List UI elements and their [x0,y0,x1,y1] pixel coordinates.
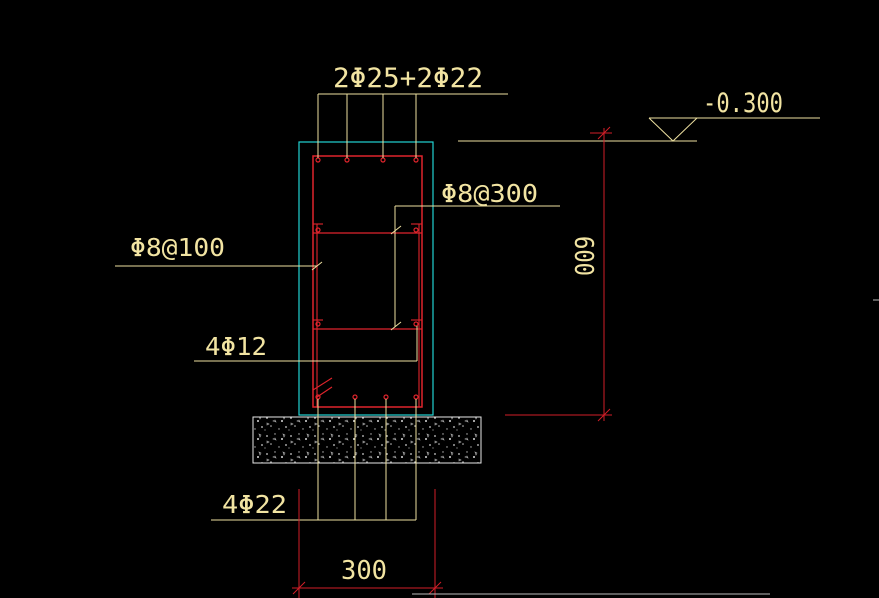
bottom-bar-leaders [211,399,417,521]
height-dim-label: 600 [568,236,598,276]
rebar-side [413,321,419,327]
stirrup-outer-label: Φ8@100 [130,233,225,262]
side-bars-label: 4Φ12 [205,332,267,361]
rebar-side [315,227,321,233]
stirrup-inner-leader [390,205,560,331]
side-bar-leader [194,326,418,362]
outer-stirrup [312,155,423,408]
elevation-label: -0.300 [703,88,783,119]
top-bar-leaders [317,93,508,158]
bottom-bars-label: 4Φ22 [222,490,287,519]
stirrup-inner-label: Φ8@300 [441,179,538,208]
beam-concrete-outline [298,141,434,416]
width-dim-label: 300 [341,556,387,586]
height-dimension [505,126,612,422]
elevation-marker [458,117,820,142]
stirrup-outer-leader [115,261,323,271]
top-bars-label: 2Φ25+2Φ22 [333,63,483,94]
footing-cushion [252,416,482,464]
rebar-side [413,227,419,233]
rebar-side [315,321,321,327]
width-dimension [292,489,443,598]
stirrup-hook [312,377,333,391]
